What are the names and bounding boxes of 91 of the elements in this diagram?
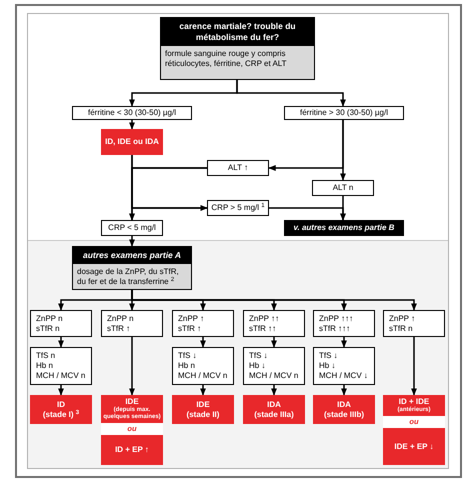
box-label: sTfR n — [36, 324, 61, 334]
result-box — [312, 180, 374, 196]
box-text: formule sanguine rouge y compris réticulocytes, férritine, CRP et ALT — [164, 48, 288, 70]
box-label: MCH / MCV n — [36, 371, 86, 381]
arrow — [131, 167, 208, 211]
result-box — [243, 310, 305, 337]
result-box — [243, 347, 305, 385]
box-label: férritine < 30 (30-50) µg/l — [88, 108, 176, 118]
arrow — [129, 236, 135, 247]
result-box — [313, 310, 375, 337]
diagnosis-box — [383, 395, 445, 465]
result-box — [30, 310, 92, 337]
box-label: ZnPP ↑ — [178, 314, 206, 324]
result-box — [207, 160, 269, 176]
result-box — [284, 106, 404, 120]
arrow — [341, 337, 347, 348]
box-label: sTfR n — [389, 324, 414, 334]
arrow — [340, 196, 346, 221]
result-box — [101, 220, 163, 236]
box-label: CRP < 5 mg/l — [108, 223, 156, 233]
process-box — [160, 17, 315, 80]
diagnosis-box — [30, 395, 92, 424]
arrow — [129, 120, 135, 130]
box-label: sTfR ↑↑↑ — [319, 324, 352, 334]
box-label: Hb n — [178, 361, 196, 371]
diagnosis-label: (stade II) — [186, 410, 220, 420]
box-label: TfS ↓ — [319, 351, 339, 361]
arrow — [129, 337, 135, 396]
diagnosis-label: (stade IIIa) — [254, 410, 294, 420]
arrow — [200, 385, 206, 396]
arrow — [58, 337, 64, 348]
box-label: Hb ↓ — [249, 361, 266, 371]
diagnosis-box — [243, 395, 305, 424]
result-box — [172, 310, 234, 337]
diagnosis-label: IDA — [337, 400, 351, 410]
arrow — [341, 385, 347, 396]
result-box — [101, 310, 163, 337]
diagnosis-label: IDE + EP ↓ — [393, 440, 435, 452]
diagnosis-label: (stade I) $^{3}$ — [42, 410, 80, 420]
box-label: TfS ↓ — [249, 351, 269, 361]
box-heading: autres examens partie A — [73, 247, 191, 264]
result-box — [207, 200, 269, 216]
diagnosis-label: IDE — [196, 400, 210, 410]
diagnosis-label: ID + IDE — [398, 397, 430, 406]
arrow — [271, 385, 277, 396]
process-box — [284, 220, 404, 236]
box-label: v. autres examens partie B — [294, 223, 394, 233]
diagnosis-label: IDA — [267, 400, 281, 410]
result-box — [383, 310, 445, 337]
box-label: ZnPP ↑ — [389, 314, 416, 324]
box-label: TfS ↓ — [178, 351, 198, 361]
diagnosis-box — [101, 129, 163, 155]
arrow — [200, 337, 206, 348]
box-label: ZnPP n — [107, 314, 135, 324]
box-label: CRP > 5 mg/l $^{1}$ — [211, 203, 265, 213]
box-label: MCH / MCV ↓ — [319, 371, 369, 381]
box-label: sTfR ↑ — [107, 324, 132, 334]
result-box — [72, 106, 192, 120]
box-label: TfS n — [36, 351, 56, 361]
box-text: dosage de la ZnPP, du sTfR, du fer et de la transferrine $^{2}$ — [76, 266, 180, 288]
diagnosis-label: ID, IDE ou IDA — [105, 137, 159, 147]
diagnosis-box — [101, 395, 163, 465]
result-box — [30, 347, 92, 385]
box-label: ALT ↑ — [228, 163, 248, 173]
box-label: ALT n — [332, 183, 354, 193]
arrow — [271, 337, 277, 348]
arrow — [411, 337, 417, 396]
diagnosis-label: IDE — [124, 397, 140, 406]
arrow — [340, 120, 346, 181]
box-label: sTfR ↑↑ — [249, 324, 278, 334]
box-label: férritine > 30 (30-50) µg/l — [300, 108, 388, 118]
result-box — [172, 347, 234, 385]
diagnosis-label: (stade IIIb) — [324, 410, 364, 420]
diagnosis-box — [172, 395, 234, 424]
box-heading: carence martiale? trouble du métabolisme du fer? — [161, 18, 314, 46]
diagnosis-box — [313, 395, 375, 424]
arrow — [58, 385, 64, 396]
box-label: ZnPP ↑↑ — [249, 314, 280, 324]
arrow — [236, 80, 346, 107]
process-box — [72, 246, 192, 290]
box-label: sTfR ↑ — [178, 324, 202, 334]
arrow — [131, 290, 417, 311]
box-label: MCH / MCV n — [249, 371, 299, 381]
box-label: MCH / MCV n — [178, 371, 228, 381]
diagnosis-label: ID — [57, 400, 65, 410]
box-label: Hb n — [36, 361, 54, 371]
box-label: ZnPP ↑↑↑ — [319, 314, 354, 324]
diagnosis-label: ID + EP ↑ — [114, 444, 150, 456]
box-label: Hb ↓ — [319, 361, 336, 371]
box-label: ZnPP n — [36, 314, 64, 324]
result-box — [313, 347, 375, 385]
